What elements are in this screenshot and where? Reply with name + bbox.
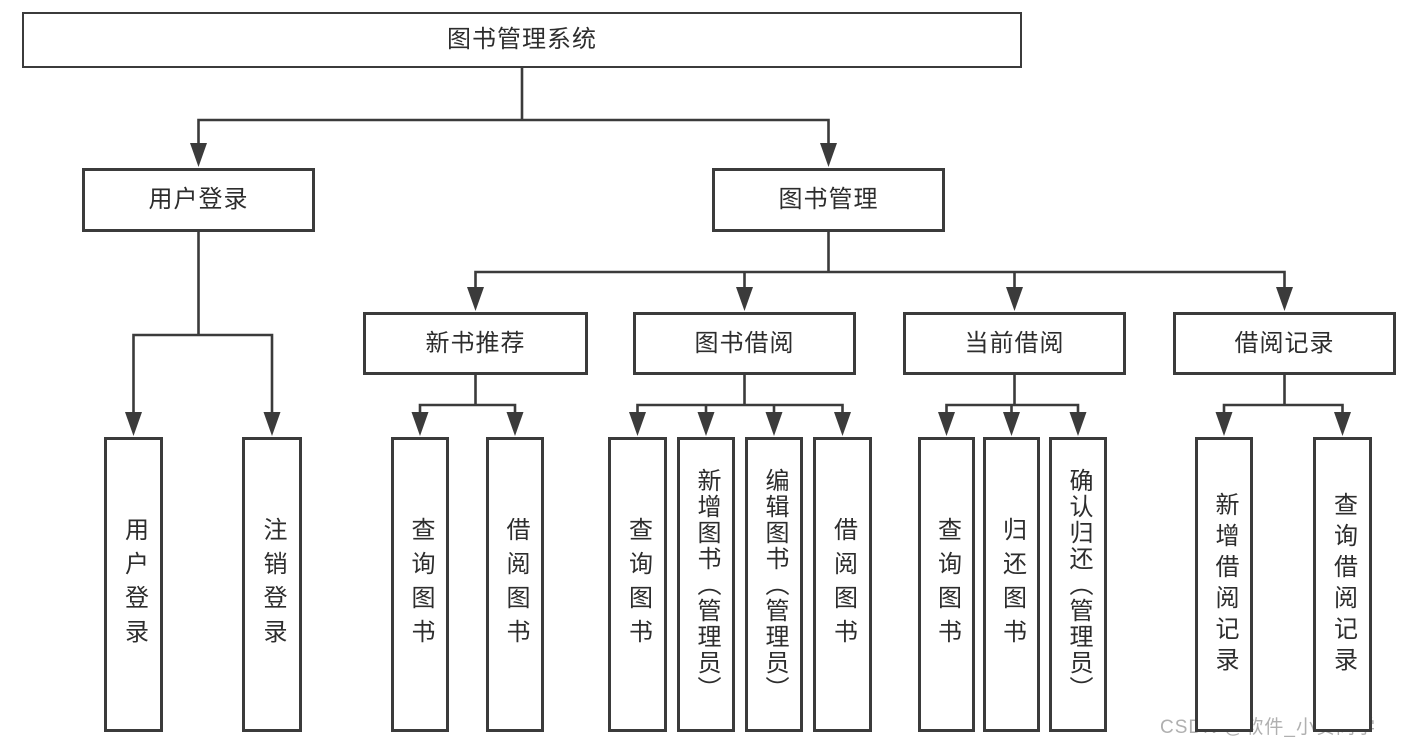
- arrowhead-icon: [263, 412, 281, 436]
- node-label: 用户登录: [120, 516, 148, 653]
- node-br-add: 新增借阅记录: [1195, 437, 1253, 732]
- arrowhead-icon: [506, 412, 524, 436]
- node-cb-return: 归还图书: [983, 437, 1040, 732]
- node-new-book-rec: 新书推荐: [363, 312, 588, 375]
- arrowhead-icon: [1069, 412, 1087, 436]
- node-label: 新增图书（管理员）: [693, 467, 720, 702]
- arrowhead-icon: [411, 412, 429, 436]
- node-book-borrow: 图书借阅: [633, 312, 856, 375]
- node-label: 查询图书: [624, 516, 652, 653]
- node-label: 查询图书: [933, 516, 961, 653]
- arrowhead-icon: [1276, 287, 1293, 311]
- arrowhead-icon: [1006, 287, 1023, 311]
- arrowhead-icon: [736, 287, 753, 311]
- node-bb-add: 新增图书（管理员）: [677, 437, 735, 732]
- arrowhead-icon: [190, 143, 207, 167]
- node-book-mgmt: 图书管理: [712, 168, 945, 232]
- arrowhead-icon: [938, 412, 955, 436]
- node-cb-confirm: 确认归还（管理员）: [1049, 437, 1107, 732]
- node-label: 借阅图书: [502, 516, 529, 653]
- arrowhead-icon: [1334, 412, 1351, 436]
- node-bb-edit: 编辑图书（管理员）: [745, 437, 803, 732]
- arrowhead-icon: [467, 287, 484, 311]
- node-cb-query: 查询图书: [918, 437, 975, 732]
- node-label: 图书管理: [778, 186, 879, 213]
- arrowhead-icon: [629, 412, 646, 436]
- node-label: 当前借阅: [964, 329, 1065, 357]
- node-label: 确认归还（管理员）: [1065, 467, 1092, 702]
- arrowhead-icon: [1003, 412, 1020, 436]
- node-label: 图书借阅: [694, 329, 795, 357]
- node-label: 借阅图书: [829, 516, 857, 653]
- node-label: 归还图书: [998, 516, 1026, 653]
- node-label: 图书管理系统: [447, 26, 597, 53]
- node-current-borrow: 当前借阅: [903, 312, 1126, 375]
- arrowhead-icon: [697, 412, 715, 436]
- node-borrow-records: 借阅记录: [1173, 312, 1396, 375]
- node-label: 查询图书: [407, 516, 434, 653]
- arrowhead-icon: [820, 143, 837, 167]
- node-label: 编辑图书（管理员）: [761, 467, 788, 702]
- arrowhead-icon: [125, 412, 142, 436]
- arrowhead-icon: [765, 412, 783, 436]
- node-nb-borrow: 借阅图书: [486, 437, 544, 732]
- node-label: 新增借阅记录: [1211, 491, 1238, 678]
- arrowhead-icon: [834, 412, 851, 436]
- node-root: 图书管理系统: [22, 12, 1022, 68]
- node-user-login: 用户登录: [82, 168, 315, 232]
- node-bb-query: 查询图书: [608, 437, 667, 732]
- node-logout: 注销登录: [242, 437, 302, 732]
- node-nb-query: 查询图书: [391, 437, 449, 732]
- node-login: 用户登录: [104, 437, 163, 732]
- node-label: 注销登录: [259, 516, 286, 653]
- node-label: 新书推荐: [425, 329, 526, 357]
- arrowhead-icon: [1215, 412, 1233, 436]
- node-br-query: 查询借阅记录: [1313, 437, 1372, 732]
- node-label: 借阅记录: [1234, 329, 1335, 357]
- node-bb-borrow: 借阅图书: [813, 437, 872, 732]
- node-label: 用户登录: [148, 186, 249, 213]
- node-label: 查询借阅记录: [1329, 491, 1357, 678]
